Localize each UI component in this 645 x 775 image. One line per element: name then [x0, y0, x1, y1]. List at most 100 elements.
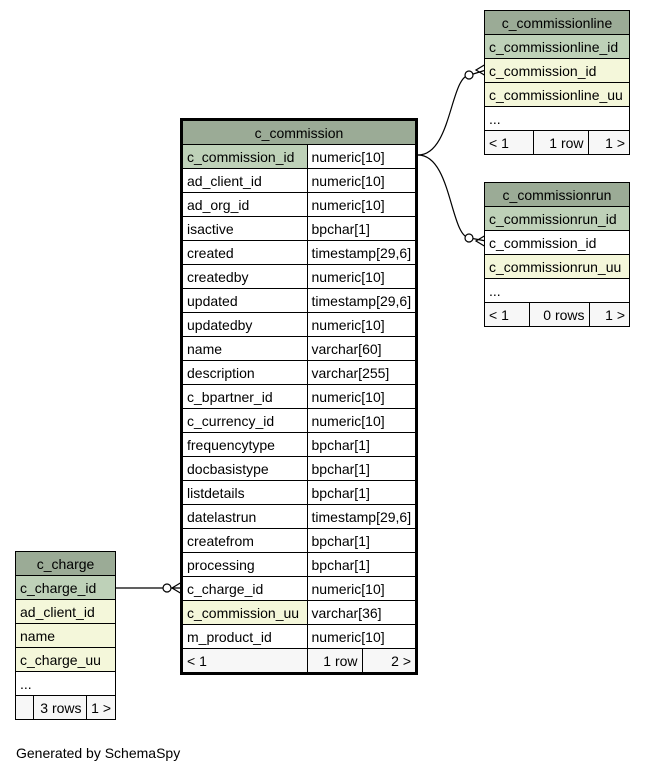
column-type[interactable]: bpchar[1]: [306, 552, 416, 577]
column-row[interactable]: c_commissionline_uu: [485, 82, 629, 107]
column-type[interactable]: numeric[10]: [306, 192, 416, 217]
column-type[interactable]: timestamp[29,6]: [306, 504, 416, 529]
table-title[interactable]: c_commission: [183, 121, 416, 145]
column-name[interactable]: name: [183, 336, 308, 361]
row-count[interactable]: 3 rows: [32, 695, 87, 719]
column-type[interactable]: bpchar[1]: [306, 216, 416, 241]
row-count[interactable]: 0 rows: [528, 302, 590, 326]
column-name[interactable]: c_commission_id: [485, 230, 629, 255]
column-type[interactable]: varchar[60]: [306, 336, 416, 361]
column-type[interactable]: timestamp[29,6]: [306, 240, 416, 265]
column-name[interactable]: c_commissionline_id: [485, 34, 629, 59]
children-link[interactable]: 1 >: [588, 302, 629, 326]
table-title[interactable]: c_commissionrun: [485, 183, 629, 207]
column-row[interactable]: name: [16, 623, 116, 648]
column-name[interactable]: ad_client_id: [16, 599, 116, 624]
column-name[interactable]: c_charge_id: [183, 576, 308, 601]
column-row[interactable]: c_charge_id: [16, 575, 116, 600]
column-type[interactable]: numeric[10]: [306, 624, 416, 649]
column-name[interactable]: description: [183, 360, 308, 385]
column-row[interactable]: ...: [485, 278, 629, 303]
column-name[interactable]: ad_org_id: [183, 192, 308, 217]
column-type[interactable]: varchar[255]: [306, 360, 416, 385]
column-row[interactable]: c_commissionline_id: [485, 34, 629, 59]
parents-link[interactable]: < 1: [183, 648, 308, 672]
column-row[interactable]: ...: [16, 671, 116, 696]
column-row[interactable]: c_commissionrun_id: [485, 206, 629, 231]
column-type[interactable]: numeric[10]: [306, 312, 416, 337]
column-name[interactable]: ad_client_id: [183, 168, 308, 193]
column-name[interactable]: createdby: [183, 264, 308, 289]
column-name[interactable]: created: [183, 240, 308, 265]
table-title[interactable]: c_commissionline: [485, 11, 629, 35]
column-type[interactable]: numeric[10]: [306, 384, 416, 409]
table-title[interactable]: c_charge: [16, 552, 116, 576]
column-type[interactable]: varchar[36]: [306, 600, 416, 625]
column-name[interactable]: processing: [183, 552, 308, 577]
column-name[interactable]: m_product_id: [183, 624, 308, 649]
children-link[interactable]: 1 >: [587, 130, 629, 154]
column-name[interactable]: ...: [485, 278, 629, 303]
column-name[interactable]: c_currency_id: [183, 408, 308, 433]
column-name[interactable]: c_commission_id: [485, 58, 629, 83]
column-name[interactable]: updatedby: [183, 312, 308, 337]
column-type[interactable]: numeric[10]: [306, 408, 416, 433]
column-name[interactable]: updated: [183, 288, 308, 313]
row-count[interactable]: 1 row: [306, 648, 363, 672]
column-name[interactable]: listdetails: [183, 480, 308, 505]
row-count[interactable]: 1 row: [532, 130, 589, 154]
column-row[interactable]: c_commissionrun_uu: [485, 254, 629, 279]
column-name[interactable]: name: [16, 623, 116, 648]
column-row[interactable]: c_commission_id: [485, 58, 629, 83]
column-name[interactable]: c_charge_id: [16, 575, 116, 600]
column-row[interactable]: c_commission_id: [485, 230, 629, 255]
column-type[interactable]: bpchar[1]: [306, 456, 416, 481]
column-name[interactable]: ...: [485, 106, 629, 131]
column-row[interactable]: c_charge_uu: [16, 647, 116, 672]
column-type[interactable]: numeric[10]: [306, 576, 416, 601]
column-type[interactable]: numeric[10]: [306, 264, 416, 289]
column-type[interactable]: bpchar[1]: [306, 480, 416, 505]
column-name[interactable]: datelastrun: [183, 504, 308, 529]
children-link[interactable]: 1 >: [85, 695, 116, 719]
column-name[interactable]: c_bpartner_id: [183, 384, 308, 409]
column-type[interactable]: bpchar[1]: [306, 432, 416, 457]
column-name[interactable]: ...: [16, 671, 116, 696]
column-row[interactable]: ad_client_id: [16, 599, 116, 624]
parents-link[interactable]: [16, 695, 34, 719]
column-row[interactable]: ...: [485, 106, 629, 131]
column-name[interactable]: c_commission_uu: [183, 600, 308, 625]
parents-link[interactable]: < 1: [485, 302, 530, 326]
column-name[interactable]: createfrom: [183, 528, 308, 553]
children-link[interactable]: 2 >: [361, 648, 416, 672]
column-name[interactable]: docbasistype: [183, 456, 308, 481]
column-type[interactable]: bpchar[1]: [306, 528, 416, 553]
column-name[interactable]: c_commissionline_uu: [485, 82, 629, 107]
column-name[interactable]: c_charge_uu: [16, 647, 116, 672]
